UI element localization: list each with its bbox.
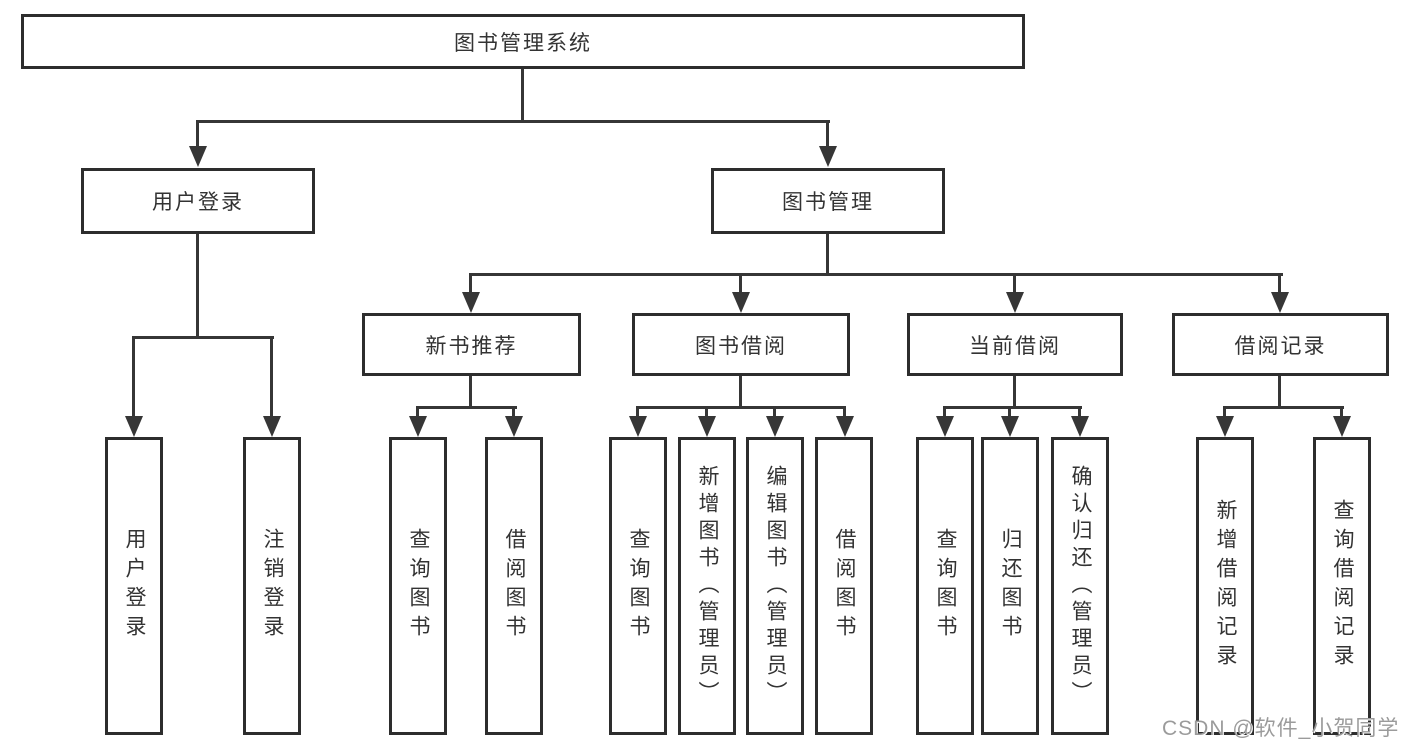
- connector-root-stem: [521, 69, 524, 123]
- watermark: CSDN @软件_小贺同学: [1162, 717, 1400, 740]
- arrow-down-icon: [263, 416, 281, 437]
- arrow-down-icon: [125, 416, 143, 437]
- node-user-login: 用户登录: [81, 168, 315, 234]
- node-borrow-records: 借阅记录: [1172, 313, 1389, 376]
- leaf-query-books-current: 查询图书: [916, 437, 974, 735]
- node-label: 当前借阅: [969, 334, 1061, 358]
- connector-stem: [739, 273, 742, 295]
- leaf-label: 新增借阅记录: [1214, 499, 1237, 673]
- node-new-book-recommend: 新书推荐: [362, 313, 581, 376]
- connector-stem: [196, 234, 199, 339]
- node-current-borrow: 当前借阅: [907, 313, 1123, 376]
- connector-stem: [1278, 273, 1281, 295]
- arrow-down-icon: [766, 416, 784, 437]
- connector-stem: [469, 273, 472, 295]
- connector-level2-hline: [196, 120, 830, 123]
- connector-stem: [1223, 406, 1226, 420]
- connector-stem: [416, 406, 419, 420]
- node-label: 借阅记录: [1234, 334, 1327, 358]
- connector-stem: [469, 376, 472, 409]
- leaf-return-books: 归还图书: [981, 437, 1039, 735]
- connector-hline: [943, 406, 1082, 409]
- leaf-query-borrow-record: 查询借阅记录: [1313, 437, 1371, 735]
- arrow-down-icon: [732, 292, 750, 313]
- leaf-label: 查询图书: [407, 528, 430, 644]
- arrow-down-icon: [505, 416, 523, 437]
- node-root-label: 图书管理系统: [454, 31, 592, 55]
- arrow-down-icon: [698, 416, 716, 437]
- connector-stem: [132, 336, 135, 418]
- connector-hline: [416, 406, 517, 409]
- connector-stem: [1278, 376, 1281, 409]
- connector-hline: [1223, 406, 1344, 409]
- leaf-label: 编辑图书（管理员）: [764, 464, 787, 708]
- leaf-borrow-books-recommend: 借阅图书: [485, 437, 543, 735]
- connector-hline: [132, 336, 274, 339]
- leaf-label: 借阅图书: [503, 528, 526, 644]
- arrow-down-icon: [1006, 292, 1024, 313]
- arrow-down-icon: [1333, 416, 1351, 437]
- arrow-down-icon: [629, 416, 647, 437]
- leaf-add-borrow-record: 新增借阅记录: [1196, 437, 1254, 735]
- connector-stem: [773, 406, 776, 420]
- leaf-add-books-admin: 新增图书（管理员）: [678, 437, 736, 735]
- connector-stem: [270, 336, 273, 418]
- connector-stem: [943, 406, 946, 420]
- leaf-label: 确认归还（管理员）: [1069, 464, 1092, 708]
- leaf-label: 用户登录: [123, 528, 146, 644]
- connector-stem: [1078, 406, 1081, 420]
- node-book-management: 图书管理: [711, 168, 945, 234]
- leaf-logout: 注销登录: [243, 437, 301, 735]
- arrow-down-icon: [836, 416, 854, 437]
- leaf-confirm-return-admin: 确认归还（管理员）: [1051, 437, 1109, 735]
- leaf-edit-books-admin: 编辑图书（管理员）: [746, 437, 804, 735]
- leaf-label: 查询图书: [934, 528, 957, 644]
- arrow-down-icon: [1216, 416, 1234, 437]
- node-label: 图书管理: [782, 191, 874, 214]
- arrow-down-icon: [1001, 416, 1019, 437]
- node-label: 用户登录: [152, 191, 244, 214]
- connector-stem: [1013, 273, 1016, 295]
- arrow-down-icon: [1271, 292, 1289, 313]
- leaf-label: 归还图书: [999, 528, 1022, 644]
- connector-stem: [1340, 406, 1343, 420]
- connector-stem: [1008, 406, 1011, 420]
- arrow-down-icon: [462, 292, 480, 313]
- connector-stem: [705, 406, 708, 420]
- connector-stem: [843, 406, 846, 420]
- leaf-label: 新增图书（管理员）: [696, 464, 719, 708]
- node-label: 图书借阅: [695, 334, 787, 358]
- leaf-label: 注销登录: [261, 528, 284, 644]
- connector-stem: [1013, 376, 1016, 409]
- leaf-user-login: 用户登录: [105, 437, 163, 735]
- connector-stem: [512, 406, 515, 420]
- leaf-label: 借阅图书: [833, 528, 856, 644]
- arrow-down-icon: [1071, 416, 1089, 437]
- connector-stem: [826, 120, 829, 148]
- connector-stem: [196, 120, 199, 148]
- connector-stem: [636, 406, 639, 420]
- connector-hline: [636, 406, 846, 409]
- arrow-down-icon: [936, 416, 954, 437]
- connector-level3-hline: [469, 273, 1283, 276]
- leaf-query-books-borrow: 查询图书: [609, 437, 667, 735]
- arrow-down-icon: [409, 416, 427, 437]
- leaf-query-books-recommend: 查询图书: [389, 437, 447, 735]
- node-root: 图书管理系统: [21, 14, 1025, 69]
- leaf-borrow-books: 借阅图书: [815, 437, 873, 735]
- node-book-borrow: 图书借阅: [632, 313, 850, 376]
- leaf-label: 查询借阅记录: [1331, 499, 1354, 673]
- connector-stem: [739, 376, 742, 409]
- arrow-down-icon: [189, 146, 207, 167]
- leaf-label: 查询图书: [627, 528, 650, 644]
- arrow-down-icon: [819, 146, 837, 167]
- connector-stem: [826, 234, 829, 276]
- node-label: 新书推荐: [425, 334, 518, 358]
